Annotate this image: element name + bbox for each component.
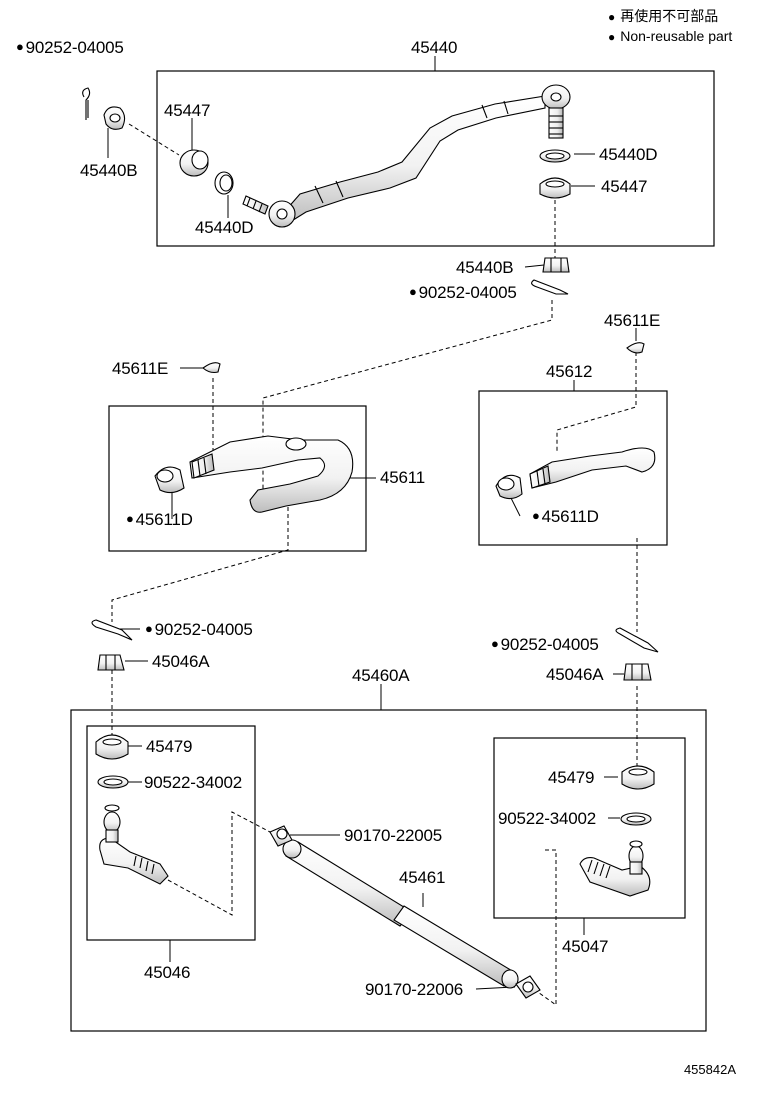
part-label[interactable]: 45047 <box>562 937 609 956</box>
part-label[interactable]: 45611D <box>126 511 193 528</box>
part-label[interactable]: 90252-04005 <box>409 284 517 301</box>
part-label[interactable]: 90522-34002 <box>498 809 597 828</box>
part-label[interactable]: 45046A <box>546 665 604 684</box>
part-label[interactable]: 45479 <box>146 737 193 756</box>
legend-jp-text: 再使用不可部品 <box>620 8 719 24</box>
part-label[interactable]: 90252-04005 <box>145 621 253 638</box>
part-label[interactable]: 45611 <box>380 468 426 487</box>
part-label[interactable]: 45460A <box>352 666 410 685</box>
box-45460A <box>70 709 707 1032</box>
part-label[interactable]: 45447 <box>164 101 211 120</box>
legend-en-text: Non-reusable part <box>620 28 733 44</box>
part-label[interactable]: 45440 <box>411 38 458 57</box>
part-label[interactable]: 90170-22005 <box>344 826 443 845</box>
part-label[interactable]: 45479 <box>548 768 595 787</box>
box-45046 <box>86 725 256 941</box>
part-label[interactable]: 45046A <box>152 652 210 671</box>
part-label[interactable]: 45447 <box>601 177 648 196</box>
bullet-icon: ● <box>608 10 616 24</box>
box-45612 <box>478 390 668 546</box>
part-label[interactable]: 45440D <box>195 218 254 237</box>
part-label[interactable]: 45046 <box>144 963 191 982</box>
legend-jp: ● 再使用不可部品 <box>608 9 718 23</box>
part-label[interactable]: 45611E <box>112 359 169 378</box>
part-label[interactable]: 90522-34002 <box>144 773 243 792</box>
part-label[interactable]: 45440B <box>80 161 138 180</box>
part-label[interactable]: 45440D <box>599 145 658 164</box>
part-label[interactable]: 45611E <box>604 311 661 330</box>
part-label[interactable]: 45461 <box>399 868 446 887</box>
part-label[interactable]: 45612 <box>546 362 593 381</box>
figure-id: 455842A <box>683 1062 736 1077</box>
box-45047 <box>493 737 686 919</box>
part-label[interactable]: 45440B <box>456 258 514 277</box>
part-label[interactable]: 90252-04005 <box>491 636 599 653</box>
bullet-icon: ● <box>608 30 616 44</box>
part-label[interactable]: 90170-22006 <box>365 980 464 999</box>
part-label[interactable]: 45611D <box>532 508 599 525</box>
part-label[interactable]: 90252-04005 <box>16 39 124 56</box>
legend-en: ● Non-reusable part <box>608 29 732 43</box>
